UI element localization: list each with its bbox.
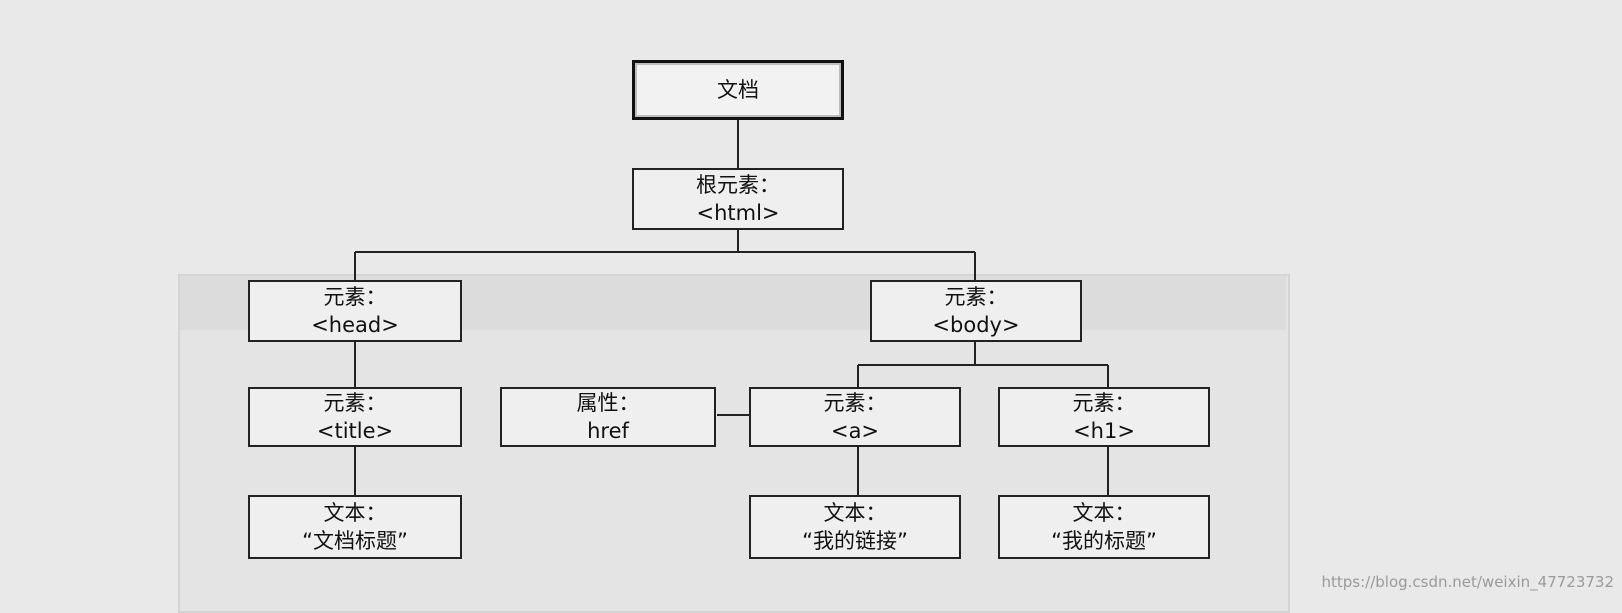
node-h1-tag: <h1> xyxy=(1073,419,1135,443)
node-attr-href-name: href xyxy=(587,419,629,443)
node-text-title: 文本： “文档标题” xyxy=(248,495,462,559)
node-a-type: 元素： xyxy=(823,391,887,415)
node-body-tag: <body> xyxy=(932,313,1020,337)
node-root-html: 根元素： <html> xyxy=(632,168,844,230)
node-title-type: 元素： xyxy=(323,391,387,415)
node-document-label: 文档 xyxy=(717,78,759,102)
node-root-html-tag: <html> xyxy=(696,201,780,225)
node-text-title-value: “文档标题” xyxy=(302,529,408,553)
watermark: https://blog.csdn.net/weixin_47723732 xyxy=(1321,573,1614,591)
node-head-type: 元素： xyxy=(323,285,387,309)
node-h1: 元素： <h1> xyxy=(998,387,1210,447)
node-text-title-type: 文本： xyxy=(323,501,387,525)
node-body-type: 元素： xyxy=(944,285,1008,309)
node-attr-href-type: 属性： xyxy=(576,391,640,415)
node-title-tag: <title> xyxy=(316,419,394,443)
node-a-tag: <a> xyxy=(830,419,880,443)
node-h1-type: 元素： xyxy=(1072,391,1136,415)
node-root-html-type: 根元素： xyxy=(696,173,780,197)
node-head-tag: <head> xyxy=(311,313,399,337)
node-text-heading: 文本： “我的标题” xyxy=(998,495,1210,559)
node-document: 文档 xyxy=(632,60,844,120)
node-title: 元素： <title> xyxy=(248,387,462,447)
node-head: 元素： <head> xyxy=(248,280,462,342)
node-body: 元素： <body> xyxy=(870,280,1082,342)
node-attr-href: 属性： href xyxy=(500,387,716,447)
node-text-heading-value: “我的标题” xyxy=(1051,529,1157,553)
node-text-heading-type: 文本： xyxy=(1072,501,1136,525)
node-text-link-value: “我的链接” xyxy=(802,529,908,553)
node-text-link-type: 文本： xyxy=(823,501,887,525)
node-text-link: 文本： “我的链接” xyxy=(749,495,961,559)
node-a: 元素： <a> xyxy=(749,387,961,447)
